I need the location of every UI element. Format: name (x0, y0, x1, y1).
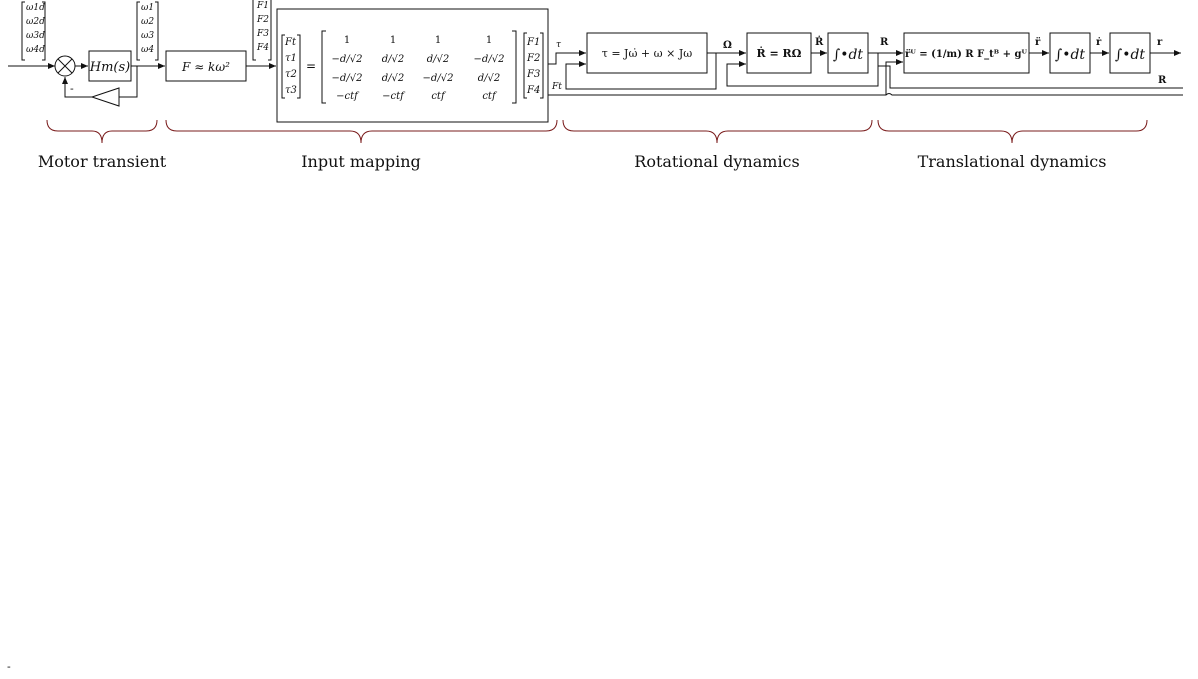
rddot-label: r̈ (1035, 37, 1041, 48)
brace-motor (46, 119, 158, 144)
m-1-0: −d/√2 (332, 54, 363, 65)
ft-label: Ft (551, 82, 562, 92)
tau-line (548, 50, 586, 65)
m-3-1: −ctf (382, 91, 406, 102)
m-0-0: 1 (344, 35, 350, 46)
omega-feedback (565, 53, 717, 90)
euler-block (586, 32, 708, 74)
lhs-4: τ3 (285, 85, 297, 96)
wd-4: ω4d (26, 45, 45, 55)
wd-2: ω2d (26, 17, 45, 27)
f-2: F2 (256, 15, 269, 25)
section-input-mapping: Input mapping (301, 152, 421, 171)
motor-speed-vector: ω1 ω2 ω3 ω4 (136, 1, 159, 61)
wd-1: ω1d (26, 3, 45, 13)
force-vector: F1 F2 F3 F4 (252, 0, 272, 61)
m-2-1: d/√2 (382, 73, 405, 84)
thrust-model-label: F ≈ kω² (181, 60, 230, 74)
velocity-integrator (1049, 32, 1091, 74)
rhs-1: F1 (526, 37, 540, 48)
integral-2: ∫•dt (1055, 47, 1086, 63)
position-integrator (1109, 32, 1151, 74)
r-output-label: R (1158, 75, 1167, 86)
w-4: ω4 (141, 45, 154, 55)
r-position-label: r (1157, 37, 1163, 48)
m-3-3: ctf (482, 91, 498, 102)
feedback-gain (90, 87, 120, 107)
integral-1: ∫•dt (833, 47, 864, 63)
f-3: F3 (256, 29, 269, 39)
r-output-line (878, 65, 1183, 89)
section-translational-dynamics: Translational dynamics (918, 152, 1107, 171)
m-1-3: −d/√2 (474, 54, 505, 65)
feedback-minus: - (70, 82, 74, 95)
omega-label: Ω (723, 40, 732, 51)
brace-rot (562, 119, 873, 144)
brace-trans (877, 119, 1148, 144)
m-0-3: 1 (486, 35, 492, 46)
lhs-vector: Ft τ1 τ2 τ3 (281, 34, 301, 99)
newton-block (903, 32, 1030, 74)
rhs-vector: F1 F2 F3 F4 (523, 32, 544, 99)
mixing-matrix: 1 1 1 1 −d/√2 d/√2 d/√2 −d/√2 −d/√2 d/√2… (321, 30, 517, 104)
m-0-1: 1 (390, 35, 396, 46)
hm-label: Hm(s) (89, 60, 130, 75)
euler-label: τ = Jω̇ + ω × Jω (602, 47, 692, 60)
tau-label: τ (556, 40, 562, 50)
m-1-1: d/√2 (382, 54, 405, 65)
wd-3: ω3d (26, 31, 45, 41)
m-3-2: ctf (431, 91, 447, 102)
footer-mark: - (7, 660, 11, 673)
w-2: ω2 (141, 17, 154, 27)
m-2-3: d/√2 (478, 73, 501, 84)
m-2-0: −d/√2 (332, 73, 363, 84)
m-3-0: −ctf (336, 91, 360, 102)
brace-input (165, 119, 558, 144)
f-1: F1 (256, 1, 269, 11)
m-2-2: −d/√2 (423, 73, 454, 84)
lhs-2: τ1 (285, 53, 297, 64)
mixing-matrix-block (276, 8, 549, 123)
rhs-2: F2 (526, 53, 540, 64)
lhs-1: Ft (284, 37, 297, 48)
thrust-model-block (165, 50, 247, 82)
rdot-label: Ṙ (815, 35, 824, 48)
m-0-2: 1 (435, 35, 441, 46)
r-feedback (726, 53, 879, 87)
integral-3: ∫•dt (1115, 47, 1146, 63)
f-4: F4 (256, 43, 269, 53)
r-label: R (880, 37, 889, 48)
w-3: ω3 (141, 31, 154, 41)
ft-line (548, 93, 1183, 96)
matrix-equals: = (306, 59, 316, 73)
section-rotational-dynamics: Rotational dynamics (634, 152, 799, 171)
lhs-3: τ2 (285, 69, 297, 80)
w-1: ω1 (141, 3, 154, 13)
newton-label: r̈ᵂ = (1/m) R F_tᴮ + gᵂ (905, 49, 1027, 60)
rhs-3: F3 (526, 69, 540, 80)
feedback-line (119, 66, 138, 98)
rdot-tr-label: ṙ (1096, 37, 1102, 48)
motor-transfer-block (88, 50, 132, 82)
summing-junction (54, 55, 76, 77)
m-1-2: d/√2 (427, 54, 450, 65)
section-motor-transient: Motor transient (38, 152, 167, 171)
desired-speed-vector: ω1d ω2d ω3d ω4d (21, 1, 46, 61)
rhs-4: F4 (526, 85, 540, 96)
kinematics-label: Ṙ = RΩ (757, 46, 802, 60)
